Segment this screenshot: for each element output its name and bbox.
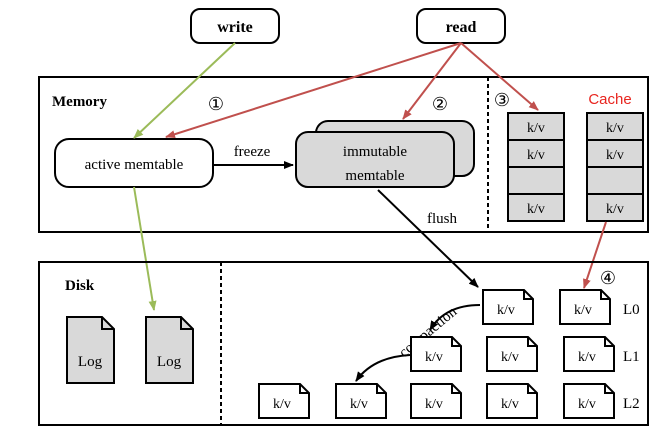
log-file: Log bbox=[145, 316, 194, 384]
active-memtable-label: active memtable bbox=[85, 157, 184, 173]
sst-kv-label: k/v bbox=[425, 397, 443, 412]
cache-kv-label: k/v bbox=[606, 148, 624, 163]
log-files: Log Log bbox=[66, 316, 194, 384]
log-file: Log bbox=[66, 316, 115, 384]
cache-column-2-cell: k/v bbox=[586, 193, 644, 222]
sst-file-l0: k/v bbox=[482, 289, 534, 325]
disk-region bbox=[38, 261, 649, 426]
sst-kv-label: k/v bbox=[578, 350, 596, 365]
compaction-arrow-l0-l1 bbox=[429, 304, 481, 331]
log-file-label: Log bbox=[78, 354, 103, 370]
write-to-memtable-arrow bbox=[133, 42, 236, 139]
read-node: read bbox=[416, 8, 506, 44]
sst-kv-label: k/v bbox=[273, 397, 291, 412]
sst-file-l1: k/v bbox=[563, 336, 615, 372]
log-file-label: Log bbox=[157, 354, 182, 370]
sst-file-l0: k/v bbox=[559, 289, 611, 325]
sst-kv-label: k/v bbox=[425, 350, 443, 365]
sst-file-l1: k/v bbox=[410, 336, 462, 372]
cache-column-1-cell bbox=[507, 166, 565, 195]
cache-kv-label: k/v bbox=[527, 148, 545, 163]
write-to-log-arrow bbox=[133, 186, 157, 311]
disk-label: Disk bbox=[65, 278, 95, 294]
compaction-arrow-l1-l2 bbox=[355, 354, 411, 382]
sst-kv-label: k/v bbox=[350, 397, 368, 412]
immutable-label-line1: immutable bbox=[343, 144, 407, 160]
level-label-l2: L2 bbox=[623, 396, 640, 412]
cache-column-1-cell: k/v bbox=[507, 112, 565, 141]
step-4-marker: ④ bbox=[600, 268, 616, 288]
sst-file-l2: k/v bbox=[335, 383, 387, 419]
cache-column-1-cell: k/v bbox=[507, 193, 565, 222]
cache-label: Cache bbox=[588, 91, 631, 108]
read-memtable-arrow bbox=[165, 42, 462, 139]
freeze-label: freeze bbox=[234, 144, 271, 160]
immutable-memtable: immutable memtable bbox=[295, 120, 475, 188]
level-label-l1: L1 bbox=[623, 349, 640, 365]
read-cache-arrow bbox=[460, 42, 539, 111]
immutable-label-line2: memtable bbox=[345, 168, 404, 184]
cache-kv-label: k/v bbox=[606, 202, 624, 217]
sst-file-l2: k/v bbox=[258, 383, 310, 419]
write-node: write bbox=[190, 8, 280, 44]
sst-kv-label: k/v bbox=[497, 303, 515, 318]
sst-kv-label: k/v bbox=[501, 350, 519, 365]
sst-kv-label: k/v bbox=[501, 397, 519, 412]
cache-column-2-cell: k/v bbox=[586, 139, 644, 168]
sst-kv-label: k/v bbox=[578, 397, 596, 412]
read-immutable-arrow bbox=[402, 42, 462, 120]
cache-column-2-cell: k/v bbox=[586, 112, 644, 141]
sst-file-l2: k/v bbox=[410, 383, 462, 419]
cache-to-disk-arrow bbox=[583, 221, 607, 289]
cache-column-2-cell bbox=[586, 166, 644, 195]
memory-region bbox=[38, 76, 649, 233]
cache-kv-label: k/v bbox=[527, 202, 545, 217]
step-2-marker: ② bbox=[432, 94, 448, 114]
sst-file-l1: k/v bbox=[486, 336, 538, 372]
sst-kv-label: k/v bbox=[574, 303, 592, 318]
cache-column-1-cell: k/v bbox=[507, 139, 565, 168]
read-label: read bbox=[446, 19, 477, 36]
step-1-marker: ① bbox=[208, 94, 224, 114]
active-memtable: active memtable bbox=[54, 138, 214, 188]
cache-kv-label: k/v bbox=[606, 121, 624, 136]
cache-column-1: k/v k/v k/v bbox=[507, 112, 565, 222]
write-label: write bbox=[217, 19, 253, 36]
flush-label: flush bbox=[427, 211, 458, 227]
memory-label: Memory bbox=[52, 94, 107, 110]
sst-file-l2: k/v bbox=[486, 383, 538, 419]
flush-arrow bbox=[377, 189, 479, 288]
cache-column-2: k/v k/v k/v bbox=[586, 112, 644, 222]
step-3-marker: ③ bbox=[494, 90, 510, 110]
sst-file-l2: k/v bbox=[563, 383, 615, 419]
level-label-l0: L0 bbox=[623, 302, 640, 318]
cache-kv-label: k/v bbox=[527, 121, 545, 136]
